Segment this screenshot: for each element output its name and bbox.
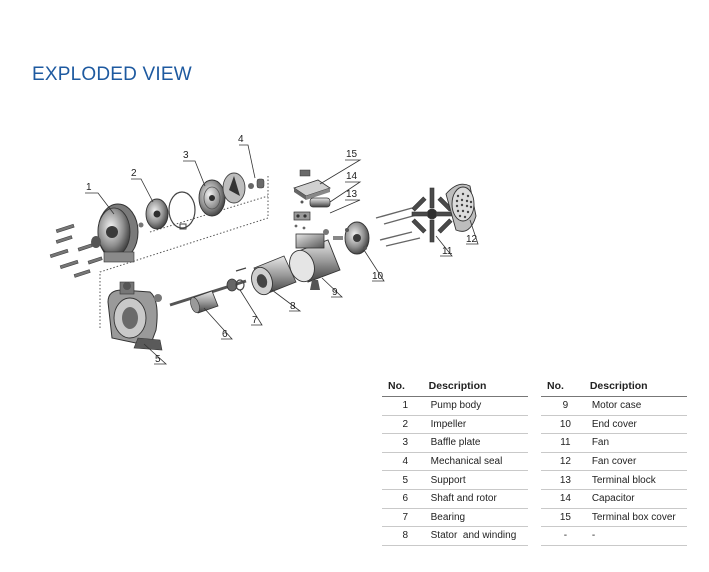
part-no: - [541,526,590,546]
callout-15: 15 [346,149,358,160]
callout-10: 10 [372,271,384,282]
part-description: Pump body [428,396,528,416]
exploded-view-diagram: 1 2 3 4 5 6 7 8 9 10 11 12 13 14 15 [49,134,479,365]
part-description: Motor case [589,396,687,416]
part-fan-cover [445,183,477,232]
part-support [107,281,163,351]
callout-1: 1 [86,182,92,193]
table-row: -- [541,526,687,546]
callout-7: 7 [252,315,258,326]
part-description: Baffle plate [428,433,528,453]
part-no: 15 [541,508,590,528]
part-terminal-box-cover [293,169,331,200]
part-stator [251,255,297,296]
part-description: - [589,526,687,546]
part-terminal-block [293,211,311,230]
table-header-row: No. Description [382,376,528,397]
callout-4: 4 [238,134,244,145]
part-description: Fan cover [589,452,687,472]
callout-8: 8 [290,301,296,312]
part-no: 13 [541,470,590,490]
part-no: 6 [382,489,429,509]
part-description: Terminal block [589,470,687,490]
part-description: End cover [589,415,687,435]
part-capacitor [300,197,331,208]
part-motor-case [289,229,343,290]
column-header-no: No. [541,376,590,397]
part-bearing [226,267,247,292]
part-no: 4 [382,452,429,472]
part-description: Mechanical seal [428,452,528,472]
part-no: 11 [541,433,590,453]
page-title: EXPLODED VIEW [32,64,192,85]
part-no: 5 [382,470,429,490]
part-description: Fan [589,433,687,453]
part-description: Stator and winding [428,526,528,546]
column-header-no: No. [382,376,429,397]
table-header-row: No. Description [541,376,687,397]
part-description: Terminal box cover [589,508,687,528]
part-description: Shaft and rotor [428,489,528,509]
callout-6: 6 [222,329,228,340]
part-no: 9 [541,396,590,416]
callout-9: 9 [332,287,338,298]
callout-12: 12 [466,234,478,245]
part-description: Capacitor [589,489,687,509]
part-pump-body-cover [91,203,139,263]
part-impeller [138,198,169,230]
callout-leader-lines [85,144,479,365]
part-no: 8 [382,526,429,546]
part-end-cover [344,221,370,255]
part-description: Support [428,470,528,490]
callout-11: 11 [442,246,453,257]
bolt-set-left [49,223,103,278]
part-no: 12 [541,452,590,472]
part-no: 3 [382,433,429,453]
part-fan [411,187,453,243]
part-no: 14 [541,489,590,509]
part-no: 1 [382,396,429,416]
column-header-description: Description [428,376,528,397]
column-header-description: Description [589,376,687,397]
callout-3: 3 [183,150,189,161]
part-no: 2 [382,415,429,435]
callout-2: 2 [131,168,137,179]
part-mechanical-seal [222,172,265,204]
part-description: Impeller [428,415,528,435]
part-no: 10 [541,415,590,435]
assembly-guide-lines [99,176,269,330]
part-no: 7 [382,508,429,528]
callout-5: 5 [155,354,161,365]
callout-13: 13 [346,189,358,200]
part-description: Bearing [428,508,528,528]
callout-14: 14 [346,171,358,182]
part-baffle-plate [168,179,226,230]
